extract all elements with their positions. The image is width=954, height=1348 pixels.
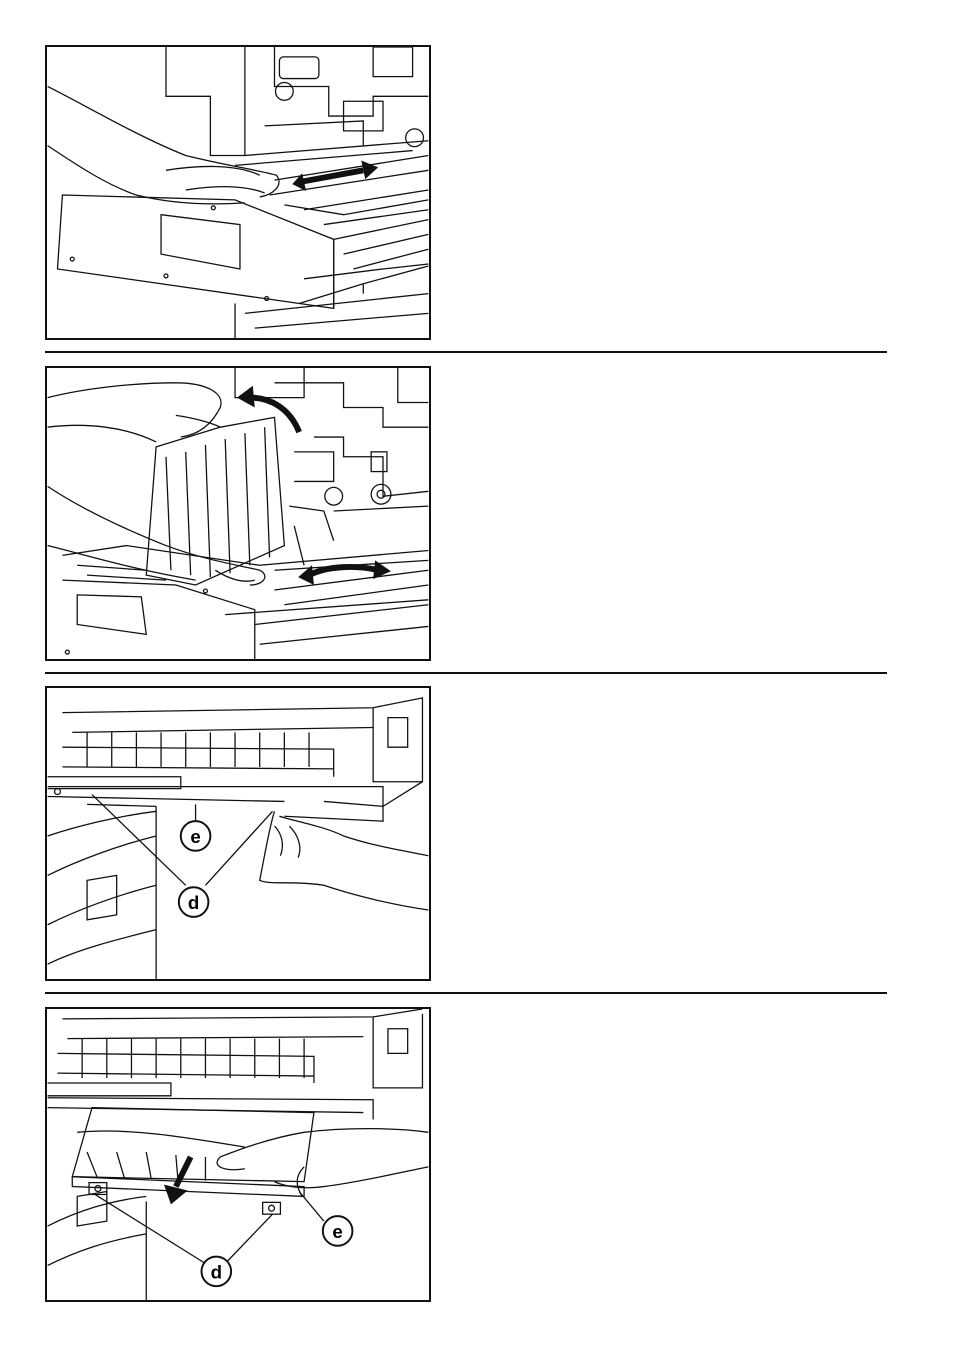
callout-d: d	[202, 1257, 232, 1287]
section-divider	[45, 992, 887, 994]
illustration-remove-paper-top	[47, 368, 429, 659]
illustration-release-levers: e d	[47, 688, 429, 979]
curved-arrow-up-icon	[237, 386, 299, 432]
illustration-panel-3: e d	[45, 686, 431, 981]
callout-label-d: d	[211, 1261, 222, 1282]
callout-label-e: e	[332, 1221, 342, 1242]
callout-label-d: d	[188, 892, 199, 913]
section-divider	[45, 351, 887, 353]
callout-e: e	[323, 1216, 353, 1246]
pointer-line-d-right	[205, 811, 272, 885]
illustration-panel-4: e d	[45, 1007, 431, 1302]
illustration-panel-1	[45, 45, 431, 340]
pointer-line-e	[299, 1191, 324, 1221]
pointer-line-d-left	[92, 795, 186, 886]
illustration-panel-2	[45, 366, 431, 661]
pointer-line-d-right	[225, 1214, 272, 1263]
illustration-pull-unit	[47, 47, 429, 338]
callout-d: d	[179, 887, 209, 917]
pointer-line-d-left	[95, 1194, 205, 1263]
section-divider	[45, 672, 887, 674]
callout-e: e	[181, 821, 211, 851]
illustration-remove-paper-bottom: e d	[47, 1009, 429, 1300]
callout-label-e: e	[190, 826, 200, 847]
